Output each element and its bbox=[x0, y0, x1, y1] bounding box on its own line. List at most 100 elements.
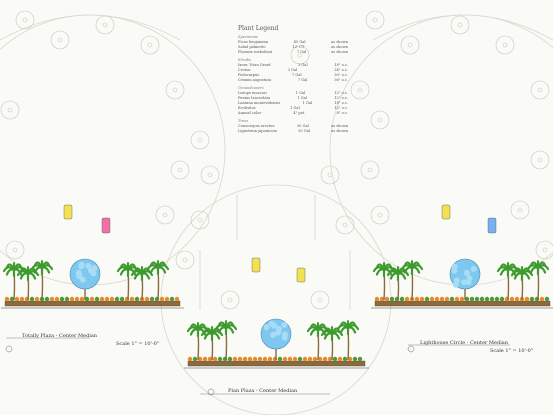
groundcover-shrub bbox=[312, 356, 318, 362]
canopy-ring bbox=[370, 205, 390, 225]
palm-frond bbox=[410, 261, 421, 270]
legend-cell: Crinum augustum bbox=[238, 78, 271, 82]
canopy-highlight bbox=[90, 270, 97, 277]
canopy-highlight bbox=[453, 277, 460, 284]
canopy-highlight bbox=[451, 263, 458, 270]
canopy-symbol bbox=[310, 290, 330, 310]
canopy-symbol bbox=[370, 205, 390, 225]
legend-cell: Evolvulus bbox=[238, 106, 256, 110]
vehicle bbox=[101, 217, 111, 234]
legend-cell: 7 Gal bbox=[297, 78, 308, 82]
canopy-trunk bbox=[172, 87, 178, 93]
groundcover-shrub bbox=[292, 356, 298, 362]
legend-cell: Pentas lanceolata bbox=[238, 96, 271, 100]
canopy-highlight bbox=[270, 331, 277, 338]
groundcover-shrub bbox=[327, 356, 333, 362]
canopy-symbol bbox=[190, 210, 210, 230]
groundcover-shrub bbox=[19, 296, 25, 302]
palm-tree bbox=[496, 262, 520, 301]
groundcover-shrub bbox=[114, 296, 120, 302]
groundcover-shrub bbox=[539, 296, 545, 302]
legend-cell: Liriope muscari bbox=[238, 91, 267, 95]
canopy-symbol bbox=[360, 160, 380, 180]
legend-cell: as shown bbox=[331, 50, 348, 54]
center-median-plan bbox=[199, 195, 351, 310]
groundcover-shrub bbox=[347, 356, 353, 362]
blue-tree bbox=[449, 258, 481, 300]
canopy-highlight bbox=[463, 270, 470, 277]
canopy-trunk bbox=[177, 167, 183, 173]
groundcover-shrub bbox=[419, 296, 425, 302]
groundcover-shrub bbox=[494, 296, 500, 302]
legend-cell: 12" o.c. bbox=[334, 91, 348, 95]
vehicle bbox=[296, 267, 306, 283]
legend-cell: as shown bbox=[331, 40, 348, 44]
canopy-ring bbox=[450, 15, 470, 35]
groundcover-shrub bbox=[64, 296, 70, 302]
groundcover-shrub bbox=[404, 296, 410, 302]
groundcover-shrub bbox=[99, 296, 105, 302]
legend-section-heading: Groundcovers bbox=[238, 86, 264, 90]
groundcover-shrub bbox=[267, 356, 273, 362]
road-edges bbox=[199, 195, 351, 310]
groundcover-shrub bbox=[449, 296, 455, 302]
canopy-symbol bbox=[190, 130, 210, 150]
canopy-highlight bbox=[75, 269, 82, 276]
groundcover-shrub bbox=[479, 296, 485, 302]
legend-cell: as shown bbox=[331, 129, 348, 133]
canopy-symbol bbox=[450, 15, 470, 35]
groundcover-shrub bbox=[277, 356, 283, 362]
blue-tree bbox=[260, 318, 292, 360]
canopy-symbol bbox=[140, 35, 160, 55]
canopy-symbol bbox=[95, 15, 115, 35]
groundcover-shrub bbox=[302, 356, 308, 362]
groundcover-shrub bbox=[544, 296, 550, 302]
legend-cell: 3 Gal bbox=[298, 63, 308, 67]
palm-frond bbox=[316, 323, 327, 332]
groundcover-shrub bbox=[439, 296, 445, 302]
canopy-ring bbox=[365, 10, 385, 30]
legend-cell: 12' CT bbox=[292, 45, 305, 49]
legend-cell: 18" o.c. bbox=[334, 101, 348, 105]
canopy-ring bbox=[350, 80, 370, 100]
groundcover-shrub bbox=[69, 296, 75, 302]
palm-tree bbox=[336, 320, 360, 361]
canopy-ring bbox=[510, 200, 530, 220]
canopy-highlight bbox=[91, 265, 98, 272]
canopy-trunk bbox=[342, 222, 348, 228]
groundcover-shrub bbox=[164, 296, 170, 302]
palm-frond bbox=[156, 261, 167, 270]
left-plan-scale: Scale 1" = 10'-0" bbox=[116, 341, 160, 347]
groundcover-shrub bbox=[297, 356, 303, 362]
canopy-symbol bbox=[165, 80, 185, 100]
groundcover-shrub bbox=[29, 296, 35, 302]
groundcover-shrub bbox=[524, 296, 530, 302]
groundcover-shrub bbox=[4, 296, 10, 302]
palm-tree bbox=[30, 260, 54, 301]
groundcover-shrub bbox=[434, 296, 440, 302]
groundcover-shrub bbox=[384, 296, 390, 302]
legend-cell: 30 Gal bbox=[296, 124, 309, 128]
palm-tree bbox=[510, 266, 534, 301]
canopy-trunk bbox=[227, 297, 233, 303]
groundcover-shrub bbox=[514, 296, 520, 302]
canopy-symbol bbox=[495, 35, 515, 55]
canopy-symbol bbox=[0, 100, 20, 120]
north-arrows bbox=[5, 345, 415, 396]
legend-cell: 12" o.c. bbox=[334, 106, 348, 110]
legend-cell: 1 Gal bbox=[290, 106, 300, 110]
legend-cell: Croton bbox=[238, 68, 251, 72]
groundcover-shrub bbox=[232, 356, 238, 362]
canopy-trunk bbox=[407, 42, 413, 48]
palm-frond bbox=[536, 261, 547, 270]
canopy-symbol bbox=[530, 150, 550, 170]
canopy-ring bbox=[290, 45, 310, 65]
legend-cell: 8" o.c. bbox=[336, 111, 348, 115]
